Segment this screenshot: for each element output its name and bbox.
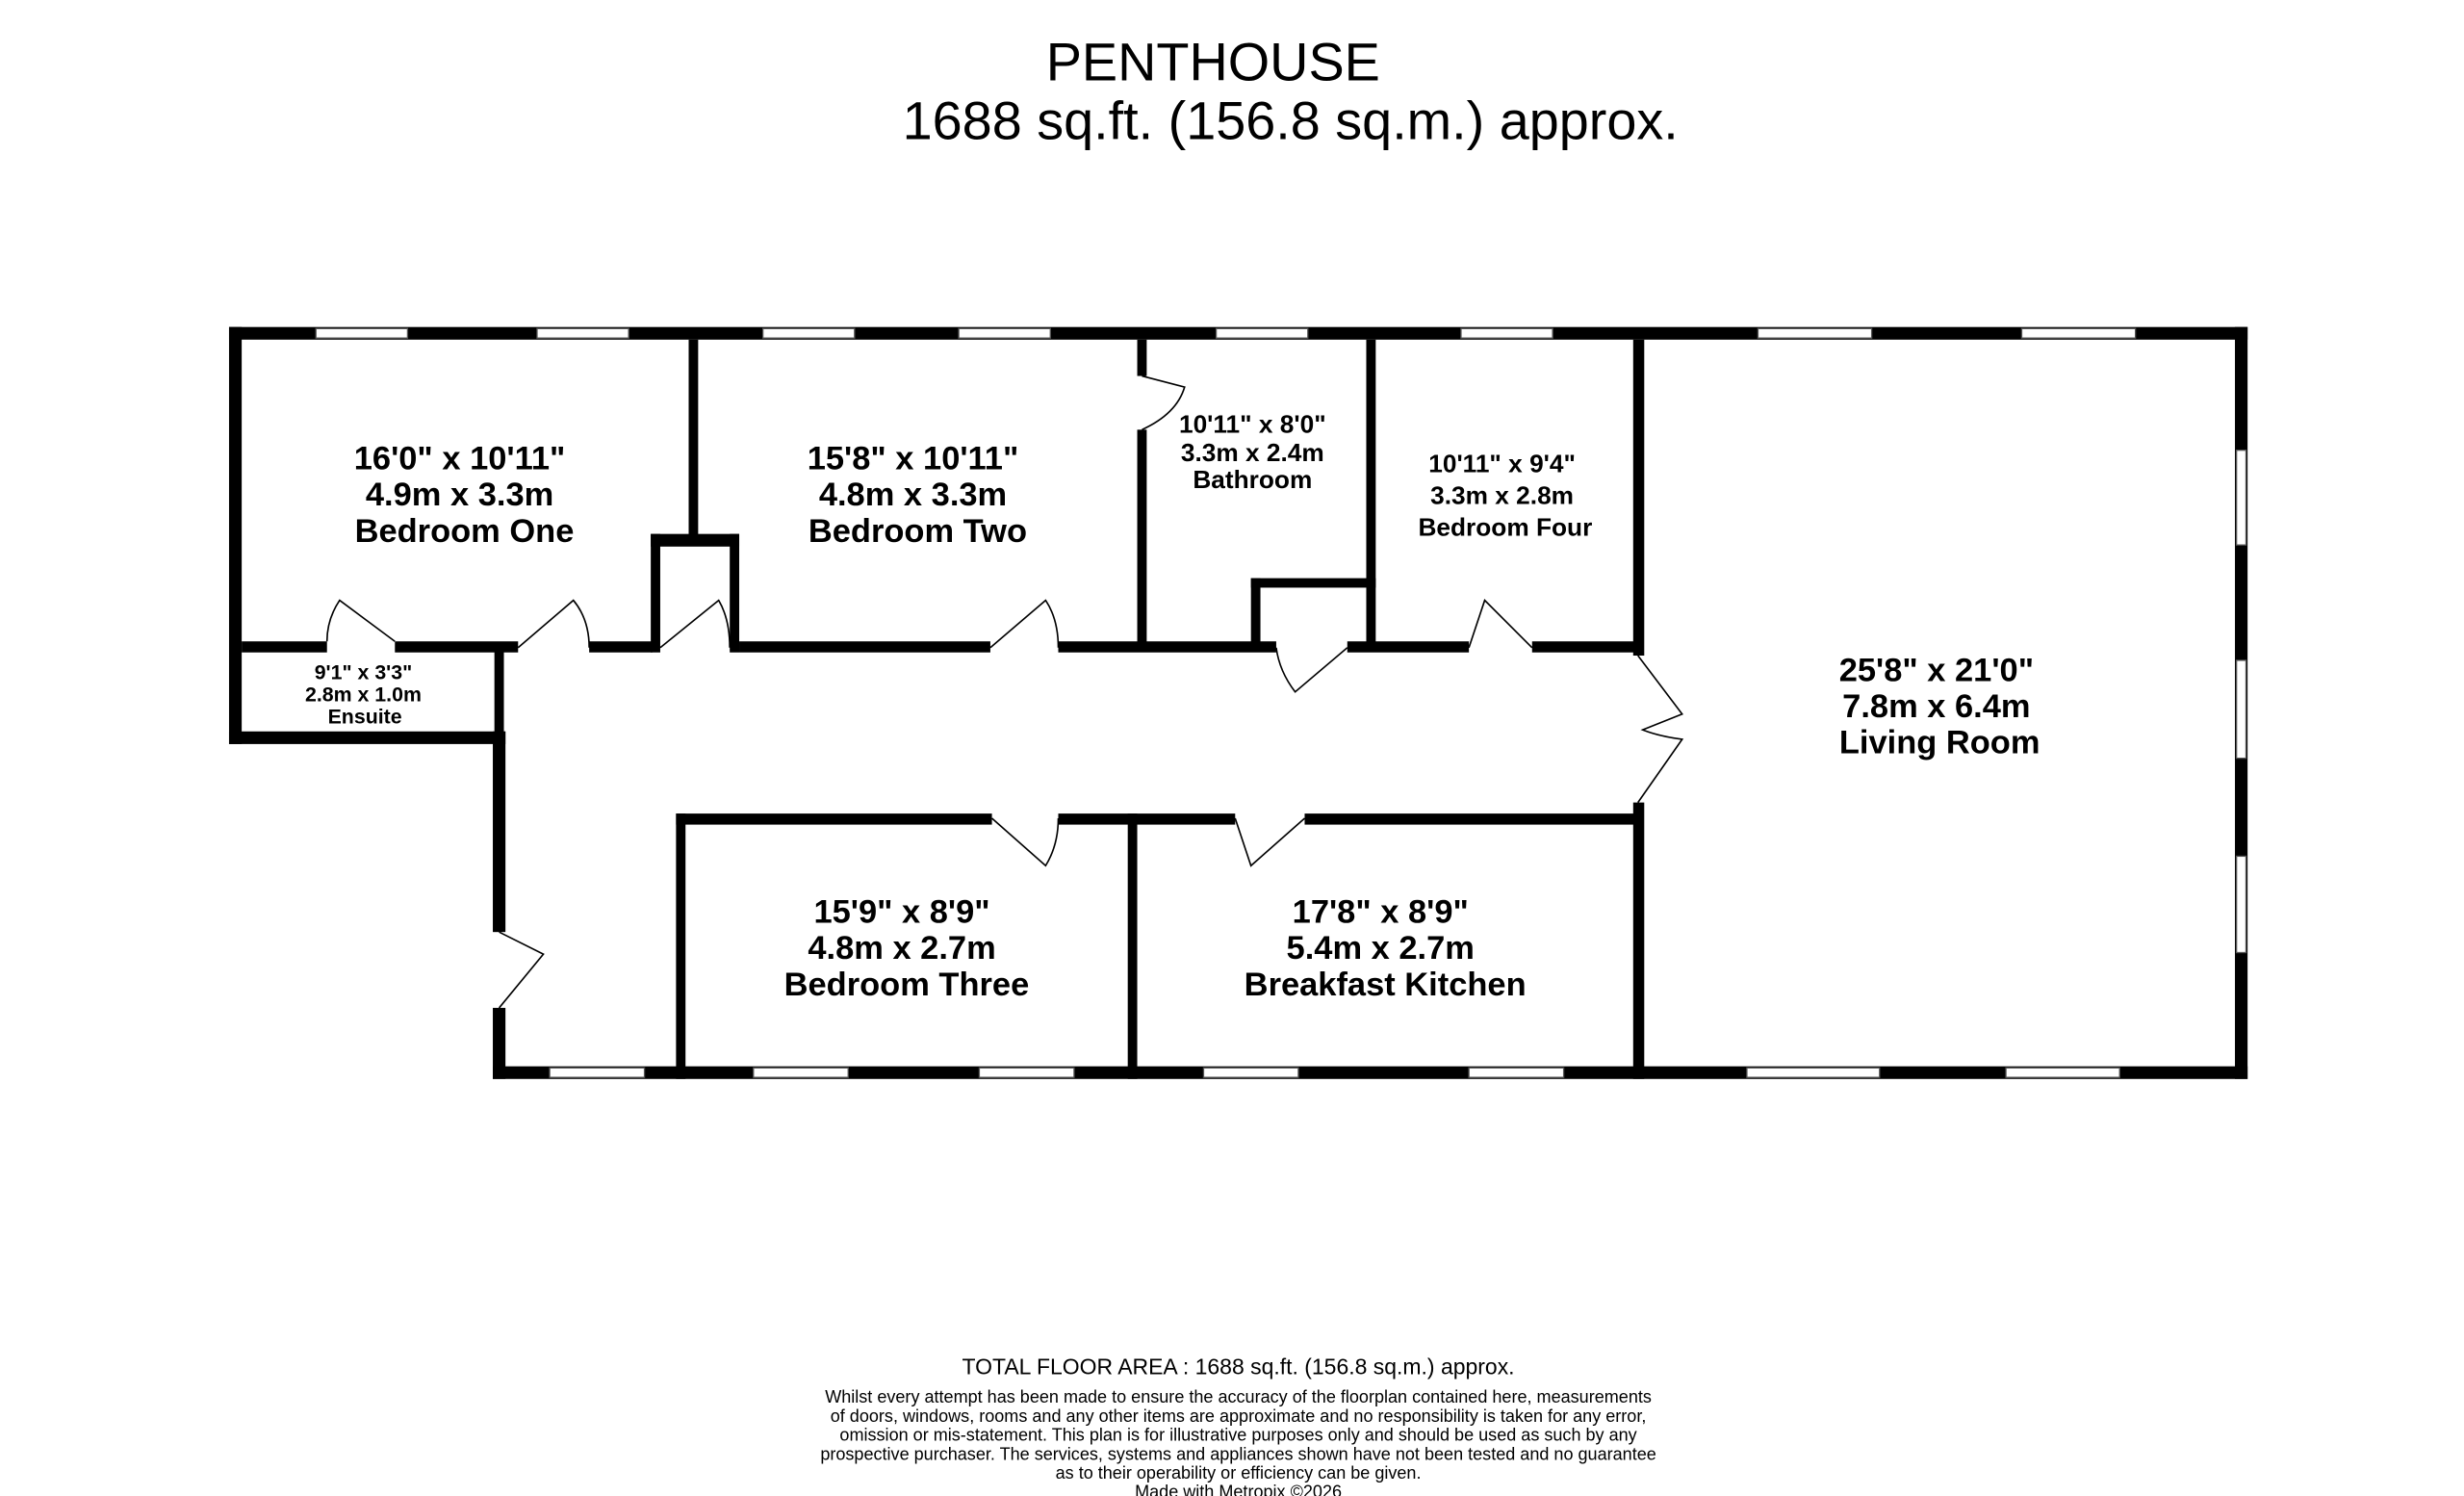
disclaimer-line: prospective purchaser. The services, sys… [820,1444,1656,1463]
room-bathroom: 10'11" x 8'0" 3.3m x 2.4m Bathroom [1179,410,1326,494]
disclaimer-line: Whilst every attempt has been made to en… [825,1387,1652,1406]
svg-text:Living Room: Living Room [1839,725,2040,761]
svg-text:4.9m x 3.3m: 4.9m x 3.3m [366,477,553,513]
room-breakfast-kitchen: 17'8" x 8'9" 5.4m x 2.7m Breakfast Kitch… [1245,893,1527,1002]
room-bedroom-four: 10'11" x 9'4" 3.3m x 2.8m Bedroom Four [1418,450,1592,542]
footer: TOTAL FLOOR AREA : 1688 sq.ft. (156.8 sq… [820,1354,1656,1496]
svg-text:3.3m x 2.8m: 3.3m x 2.8m [1430,480,1574,509]
room-bedroom-two: 15'8" x 10'11" 4.8m x 3.3m Bedroom Two [808,440,1027,549]
svg-text:Bedroom Two: Bedroom Two [808,513,1027,550]
svg-text:17'8" x 8'9": 17'8" x 8'9" [1293,893,1469,930]
room-bedroom-three: 15'9" x 8'9" 4.8m x 2.7m Bedroom Three [784,893,1030,1002]
svg-text:Bathroom: Bathroom [1193,465,1312,494]
credit: Made with Metropix ©2026 [1135,1483,1342,1496]
windows [315,327,2247,1078]
svg-text:7.8m x 6.4m: 7.8m x 6.4m [1842,688,2030,725]
plan-title: PENTHOUSE [1046,32,1380,92]
room-ensuite: 9'1" x 3'3" 2.8m x 1.0m Ensuite [305,661,422,729]
svg-text:3.3m x 2.4m: 3.3m x 2.4m [1181,438,1324,467]
disclaimer-line: as to their operability or efficiency ca… [1056,1463,1422,1483]
svg-text:4.8m x 3.3m: 4.8m x 3.3m [819,477,1007,513]
svg-text:9'1" x 3'3": 9'1" x 3'3" [315,661,413,684]
disclaimer-line: of doors, windows, rooms and any other i… [831,1406,1647,1426]
svg-text:Bedroom Four: Bedroom Four [1418,512,1592,541]
plan-area: 1688 sq.ft. (156.8 sq.m.) approx. [903,90,1679,150]
svg-text:25'8" x 21'0": 25'8" x 21'0" [1839,652,2034,688]
svg-text:10'11" x 8'0": 10'11" x 8'0" [1179,410,1326,439]
room-living-room: 25'8" x 21'0" 7.8m x 6.4m Living Room [1839,652,2040,761]
svg-text:10'11" x 9'4": 10'11" x 9'4" [1428,450,1576,478]
total-floor-area: TOTAL FLOOR AREA : 1688 sq.ft. (156.8 sq… [962,1354,1515,1380]
svg-text:Breakfast Kitchen: Breakfast Kitchen [1245,967,1527,1003]
disclaimer-line: omission or mis-statement. This plan is … [839,1426,1636,1445]
svg-text:Bedroom One: Bedroom One [355,513,575,550]
svg-text:5.4m x 2.7m: 5.4m x 2.7m [1287,930,1475,967]
svg-text:15'9" x 8'9": 15'9" x 8'9" [813,893,989,930]
svg-text:16'0" x 10'11": 16'0" x 10'11" [354,440,566,477]
svg-text:2.8m x 1.0m: 2.8m x 1.0m [305,684,422,707]
svg-text:4.8m x 2.7m: 4.8m x 2.7m [808,930,995,967]
svg-text:Ensuite: Ensuite [328,706,402,729]
doors [325,374,1684,1009]
svg-text:Bedroom Three: Bedroom Three [784,967,1030,1003]
svg-text:15'8" x 10'11": 15'8" x 10'11" [808,440,1019,477]
room-bedroom-one: 16'0" x 10'11" 4.9m x 3.3m Bedroom One [354,440,575,549]
